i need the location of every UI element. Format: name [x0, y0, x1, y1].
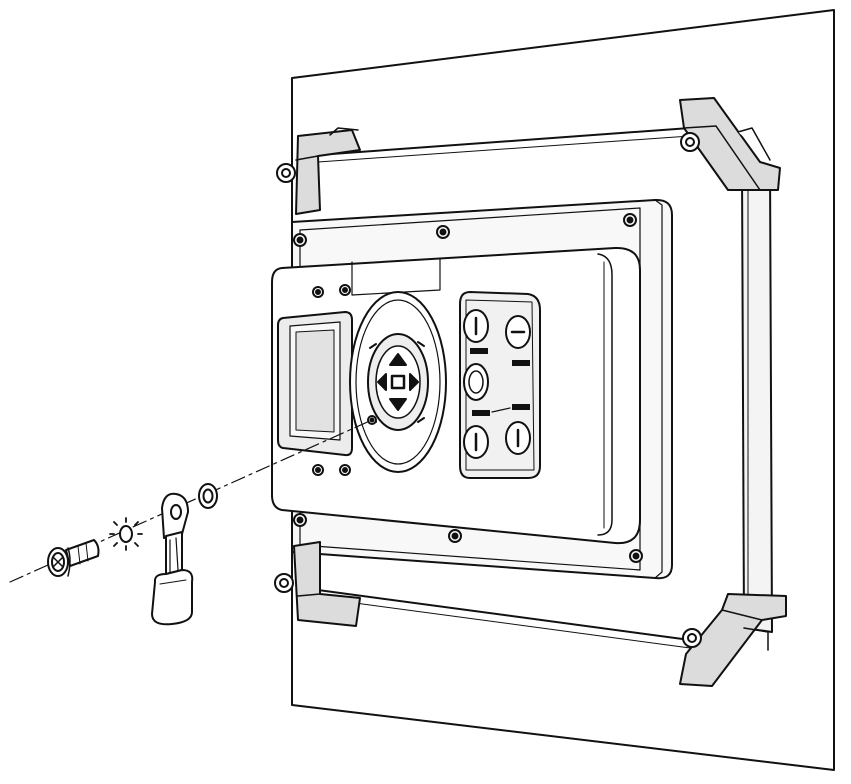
mounting-bracket-bottom-left — [274, 541, 361, 627]
button-bottom-right — [505, 421, 531, 455]
rear-frame-bar — [741, 164, 773, 633]
flat-washer-icon — [198, 483, 218, 509]
bottom-frame-rod — [317, 589, 691, 641]
mounting-bracket-top-right — [679, 97, 781, 191]
mounting-bracket-top-left — [276, 127, 361, 215]
ring-cable-lug-icon — [151, 492, 194, 626]
screw-icon — [47, 539, 100, 577]
top-frame-rod — [317, 127, 691, 156]
button-bottom-left — [463, 425, 489, 459]
button-top-left — [463, 309, 489, 343]
button-center — [463, 363, 489, 401]
toothed-lock-washer-icon — [109, 517, 143, 551]
mounting-bracket-bottom-right — [679, 593, 787, 687]
button-top-right — [505, 315, 531, 349]
